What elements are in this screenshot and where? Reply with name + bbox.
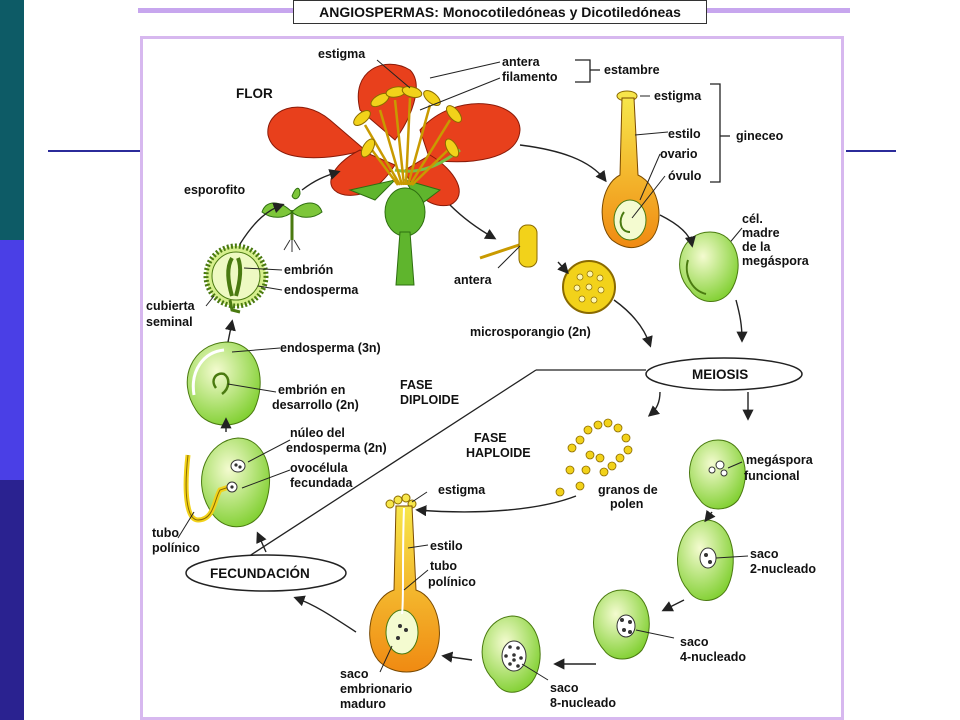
label-embrion-desarrollo-1: embrión en — [278, 383, 345, 397]
phase-divider-line — [239, 369, 537, 563]
functional-megaspore-illustration — [689, 439, 746, 510]
label-saco-4-1: saco — [680, 635, 709, 649]
megaspore-mother-cell-illustration — [679, 231, 739, 302]
label-megaspora-2: funcional — [744, 469, 800, 483]
label-cel-madre-3: de la — [742, 240, 772, 254]
label-nucleo-endosperma-2: endosperma (2n) — [286, 441, 387, 455]
label-cel-madre-2: madre — [742, 226, 780, 240]
slide-sidebar-navy — [0, 480, 24, 720]
label-embrion: embrión — [284, 263, 333, 277]
mature-embryo-sac-pistil-illustration — [369, 491, 440, 673]
label-antera-2: antera — [454, 273, 493, 287]
label-saco-2-1: saco — [750, 547, 779, 561]
label-nucleo-endosperma-1: núleo del — [290, 426, 345, 440]
label-endosperma-3n: endosperma (3n) — [280, 341, 381, 355]
label-saco-4-2: 4-nucleado — [680, 650, 746, 664]
label-cel-madre-4: megáspora — [742, 254, 810, 268]
seedling-illustration — [261, 187, 323, 252]
label-granos-2: polen — [610, 497, 643, 511]
label-antera: antera — [502, 55, 541, 69]
label-fase-haploide-2: HAPLOIDE — [466, 446, 531, 460]
label-tubo-b1: tubo — [430, 559, 457, 573]
label-embrion-desarrollo-2: desarrollo (2n) — [272, 398, 359, 412]
flower-illustration — [267, 63, 521, 286]
label-saco-8-2: 8-nucleado — [550, 696, 616, 710]
gynoecium-illustration — [601, 90, 660, 248]
diagram-frame — [140, 36, 844, 720]
label-estigma-gineceo: estigma — [654, 89, 702, 103]
slide-rule-left — [48, 150, 140, 152]
label-filamento: filamento — [502, 70, 558, 84]
label-estambre: estambre — [604, 63, 660, 77]
label-tubo-2: polínico — [152, 541, 200, 555]
mature-seed-illustration — [203, 243, 283, 314]
label-fase-haploide-1: FASE — [474, 431, 507, 445]
slide-sidebar-teal — [0, 0, 24, 240]
label-estilo-gineceo: estilo — [668, 127, 701, 141]
label-granos-1: granos de — [598, 483, 658, 497]
label-estigma-flor: estigma — [318, 47, 366, 61]
label-ovario: ovario — [660, 147, 698, 161]
label-estilo-saco: estilo — [430, 539, 463, 553]
label-microsporangio: microsporangio (2n) — [470, 325, 591, 339]
two-nucleate-sac-illustration — [677, 519, 749, 601]
label-cubierta-1: cubierta — [146, 299, 196, 313]
label-gineceo: gineceo — [736, 129, 784, 143]
label-megaspora-1: megáspora — [746, 453, 814, 467]
microsporangium-illustration — [562, 260, 616, 314]
label-maduro-1: saco — [340, 667, 369, 681]
label-cubierta-2: seminal — [146, 315, 193, 329]
label-flor: FLOR — [236, 86, 273, 101]
diagram-title: ANGIOSPERMAS: Monocotiledóneas y Dicotil… — [293, 0, 707, 24]
label-ovocelula-2: fecundada — [290, 476, 354, 490]
anther-illustration — [479, 224, 538, 269]
developing-seed-illustration — [186, 341, 281, 426]
fertilization-bubble — [185, 554, 347, 592]
label-tubo-1: tubo — [152, 526, 179, 540]
label-ovocelula-1: ovocélula — [290, 461, 349, 475]
label-maduro-2: embrionario — [340, 682, 413, 696]
label-saco-2-2: 2-nucleado — [750, 562, 816, 576]
label-saco-8-1: saco — [550, 681, 579, 695]
slide-sidebar-blue — [0, 240, 24, 480]
label-meiosis: MEIOSIS — [692, 367, 748, 382]
label-endosperma: endosperma — [284, 283, 359, 297]
eight-nucleate-sac-illustration — [481, 615, 549, 693]
label-estigma-saco: estigma — [438, 483, 486, 497]
label-tubo-b2: polínico — [428, 575, 476, 589]
label-fecundacion: FECUNDACIÓN — [210, 566, 310, 581]
pollen-grains-illustration — [555, 418, 633, 497]
label-esporofito: esporofito — [184, 183, 245, 197]
fertilized-ovule-illustration — [177, 437, 291, 539]
label-fase-diploide-2: DIPLOIDE — [400, 393, 459, 407]
slide-rule-right — [846, 150, 896, 152]
label-cel-madre-1: cél. — [742, 212, 763, 226]
label-ovulo: óvulo — [668, 169, 702, 183]
label-fase-diploide-1: FASE — [400, 378, 433, 392]
label-maduro-3: maduro — [340, 697, 386, 711]
four-nucleate-sac-illustration — [593, 589, 675, 660]
meiosis-bubble — [645, 357, 803, 391]
